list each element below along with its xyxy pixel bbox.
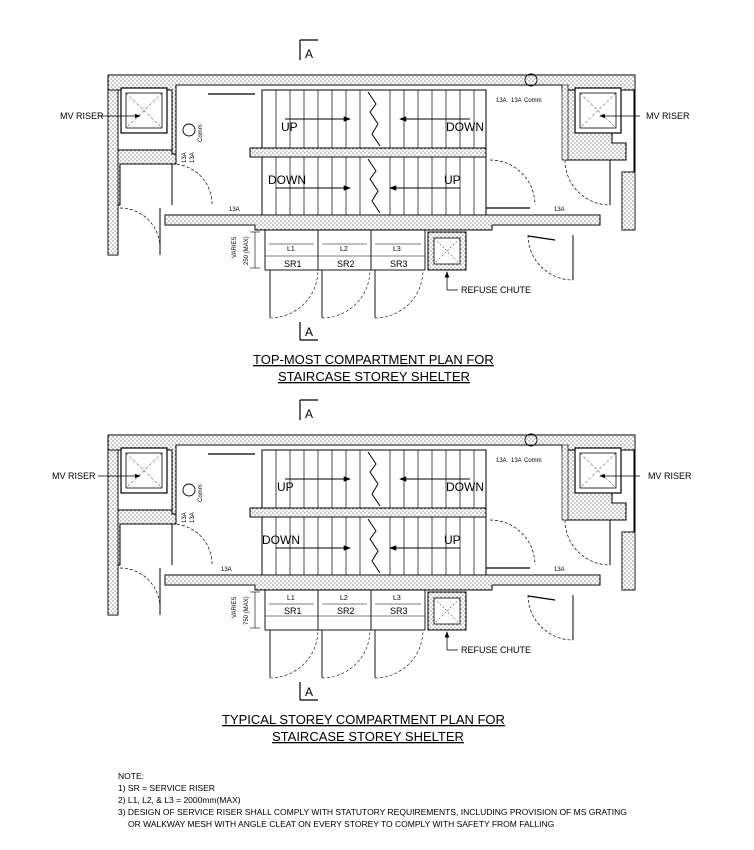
riser-sr3: SR3 bbox=[390, 259, 408, 269]
comm-label: Comm bbox=[524, 98, 542, 104]
dimension-max: 250 (MAX) bbox=[244, 236, 250, 265]
mv-riser-right-shaft bbox=[574, 87, 622, 134]
mv-riser-right-label: MV RISER bbox=[646, 111, 690, 121]
note-3b: OR WALKWAY MESH WITH ANGLE CLEAT ON EVER… bbox=[128, 819, 554, 829]
riser-length-l1: L1 bbox=[287, 595, 295, 602]
staircase-plan-geometry bbox=[98, 39, 640, 341]
riser-sr1: SR1 bbox=[284, 259, 302, 269]
down-label-upper: DOWN bbox=[446, 480, 484, 494]
note-1: 1) SR = SERVICE RISER bbox=[118, 783, 215, 793]
plan-title-line1: TOP-MOST COMPARTMENT PLAN FOR bbox=[253, 352, 494, 367]
up-label-lower: UP bbox=[444, 533, 461, 547]
refuse-chute-label: REFUSE CHUTE bbox=[461, 645, 531, 655]
mv-riser-right-label: MV RISER bbox=[648, 471, 692, 481]
plan-top-most: A A MV RISER MV RISER UP DOWN DOWN UP 13… bbox=[60, 47, 690, 384]
note-3a: 3) DESIGN OF SERVICE RISER SHALL COMPLY … bbox=[118, 807, 627, 817]
flight-arrows bbox=[276, 116, 470, 191]
service-risers bbox=[264, 229, 426, 319]
mv-riser-left-label: MV RISER bbox=[52, 471, 96, 481]
door-swings bbox=[119, 159, 611, 281]
left-wall-lower bbox=[107, 89, 119, 256]
riser-length-l3: L3 bbox=[393, 595, 401, 602]
section-markers bbox=[299, 39, 318, 341]
riser-sr2: SR2 bbox=[337, 606, 355, 616]
socket-label: 13A bbox=[496, 458, 507, 464]
socket-label: 13A bbox=[221, 567, 232, 573]
section-marker-bottom: A bbox=[305, 685, 313, 699]
riser-length-l2: L2 bbox=[340, 246, 348, 253]
refuse-chute-shaft bbox=[427, 231, 467, 291]
plan-title-line2: STAIRCASE STOREY SHELTER bbox=[272, 729, 464, 744]
comm-label: Comm bbox=[198, 124, 204, 142]
socket-label: 13A bbox=[554, 207, 565, 213]
comm-outlet-right bbox=[524, 73, 538, 87]
up-label-upper: UP bbox=[281, 120, 298, 134]
riser-sr1: SR1 bbox=[284, 606, 302, 616]
note-2: 2) L1, L2, & L3 = 2000mm(MAX) bbox=[118, 795, 241, 805]
riser-length-l2: L2 bbox=[340, 595, 348, 602]
down-label-lower: DOWN bbox=[268, 173, 306, 187]
socket-label: 13A bbox=[496, 98, 507, 104]
socket-label: 13A bbox=[554, 567, 565, 573]
bottom-wall bbox=[164, 214, 601, 231]
socket-label: 13A bbox=[511, 458, 522, 464]
riser-length-l1: L1 bbox=[287, 246, 295, 253]
right-wall-lower bbox=[621, 171, 636, 231]
section-marker-top: A bbox=[305, 47, 313, 61]
comm-outlet-left bbox=[182, 123, 196, 137]
up-label-lower: UP bbox=[444, 173, 461, 187]
down-label-lower: DOWN bbox=[262, 533, 300, 547]
mv-riser-left-shaft bbox=[120, 87, 168, 134]
notes-heading: NOTE: bbox=[118, 771, 144, 781]
plan-title-line1: TYPICAL STOREY COMPARTMENT PLAN FOR bbox=[222, 712, 505, 727]
notes-block: NOTE: 1) SR = SERVICE RISER 2) L1, L2, &… bbox=[118, 771, 627, 829]
socket-label: 13A bbox=[511, 98, 522, 104]
dimension-line bbox=[250, 231, 260, 269]
comm-label: Comm bbox=[524, 458, 542, 464]
dimension-varies: VARIES bbox=[232, 596, 238, 618]
dimension-max: 750 (MAX) bbox=[244, 596, 250, 625]
socket-label: 13A bbox=[182, 512, 188, 523]
socket-label: 13A bbox=[182, 152, 188, 163]
plan-typical-storey: A A MV RISER MV RISER UP DOWN DOWN UP 13… bbox=[52, 407, 692, 744]
riser-sr3: SR3 bbox=[390, 606, 408, 616]
door-leaves bbox=[159, 160, 611, 280]
dimension-varies: VARIES bbox=[232, 236, 238, 258]
riser-length-l3: L3 bbox=[393, 246, 401, 253]
down-label-upper: DOWN bbox=[446, 120, 484, 134]
up-label-upper: UP bbox=[277, 480, 294, 494]
section-marker-bottom: A bbox=[305, 325, 313, 339]
comm-label: Comm bbox=[198, 484, 204, 502]
mv-riser-left-label: MV RISER bbox=[60, 111, 104, 121]
riser-sr2: SR2 bbox=[337, 259, 355, 269]
handrails bbox=[208, 93, 556, 241]
refuse-chute-label: REFUSE CHUTE bbox=[461, 285, 531, 295]
section-marker-top: A bbox=[305, 407, 313, 421]
socket-label: 13A bbox=[190, 152, 196, 163]
lower-flight bbox=[261, 156, 487, 216]
plan-title-line2: STAIRCASE STOREY SHELTER bbox=[278, 369, 470, 384]
socket-label: 13A bbox=[190, 512, 196, 523]
socket-label: 13A bbox=[229, 207, 240, 213]
